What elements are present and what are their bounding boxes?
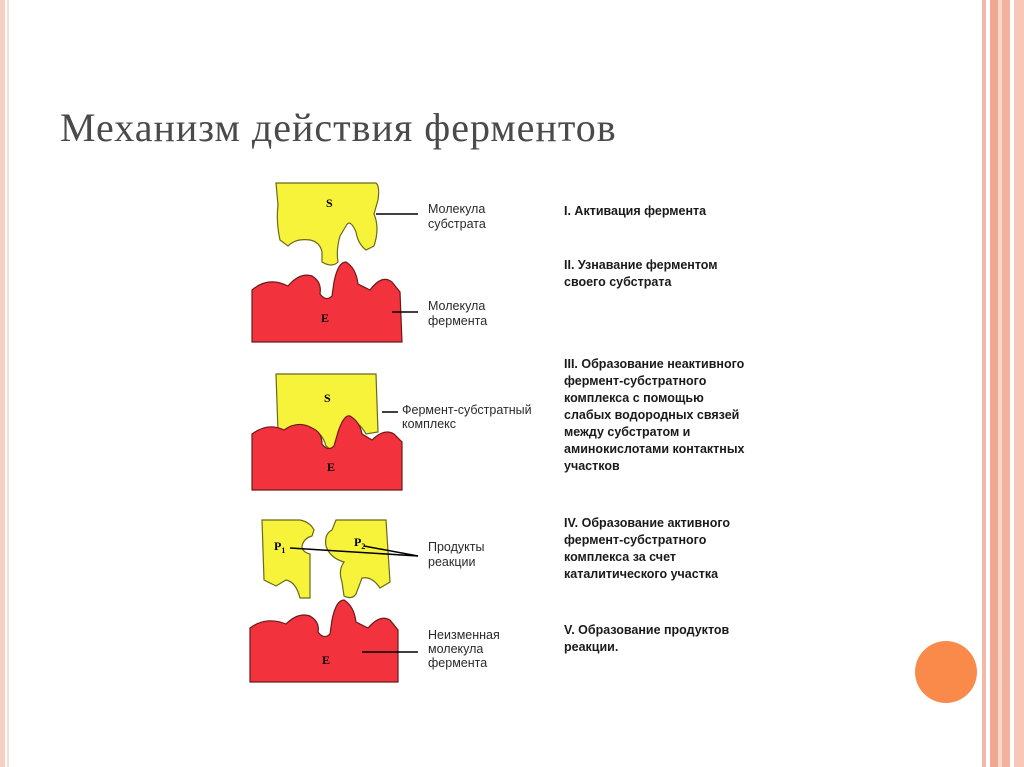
stage-3-products: P1 P2 (261, 519, 419, 599)
stage-2-complex: S E (251, 373, 403, 491)
label-substrate-molecule: Молекула субстрата (428, 202, 489, 231)
label-es-complex: Фермент-субстратный комплекс (402, 403, 535, 431)
stage-3-enzyme: E (249, 599, 418, 683)
leader-line-product-1 (289, 547, 419, 557)
product-1-shape (261, 519, 315, 599)
left-border-decoration (0, 0, 9, 767)
label-products: Продукты реакции (428, 540, 488, 569)
complex-enzyme-glyph: E (327, 460, 335, 474)
product-1-glyph: P1 (274, 539, 285, 555)
complex-substrate-glyph: S (324, 391, 331, 405)
stage-1-enzyme: E (251, 261, 418, 343)
slide-title: Механизм действия ферментов (60, 105, 617, 150)
label-unchanged-enzyme: Неизменная молекула фермента (428, 628, 503, 670)
step-4: IV. Образование активного фермент-субстр… (564, 516, 734, 581)
product-2-glyph: P2 (354, 535, 365, 551)
label-enzyme-molecule: Молекула фермента (428, 299, 489, 328)
enzyme-shape (251, 261, 403, 343)
step-2: II. Узнавание ферментом своего субстрата (564, 258, 721, 289)
step-1: I. Активация фермента (564, 204, 707, 218)
substrate-glyph: S (326, 196, 333, 210)
substrate-shape (275, 182, 380, 266)
product-2-shape (325, 519, 391, 599)
unchanged-enzyme-glyph: E (322, 653, 330, 667)
stage-1-substrate: S (275, 182, 418, 266)
accent-dot (915, 641, 977, 703)
step-5: V. Образование продуктов реакции. (564, 623, 733, 654)
step-3: III. Образование неактивного фермент-суб… (564, 357, 748, 473)
leader-line-product-2 (363, 545, 419, 557)
right-border-decoration (976, 0, 1024, 767)
complex-enzyme-shape (251, 415, 403, 491)
enzyme-glyph: E (321, 311, 329, 325)
unchanged-enzyme-shape (249, 599, 399, 683)
